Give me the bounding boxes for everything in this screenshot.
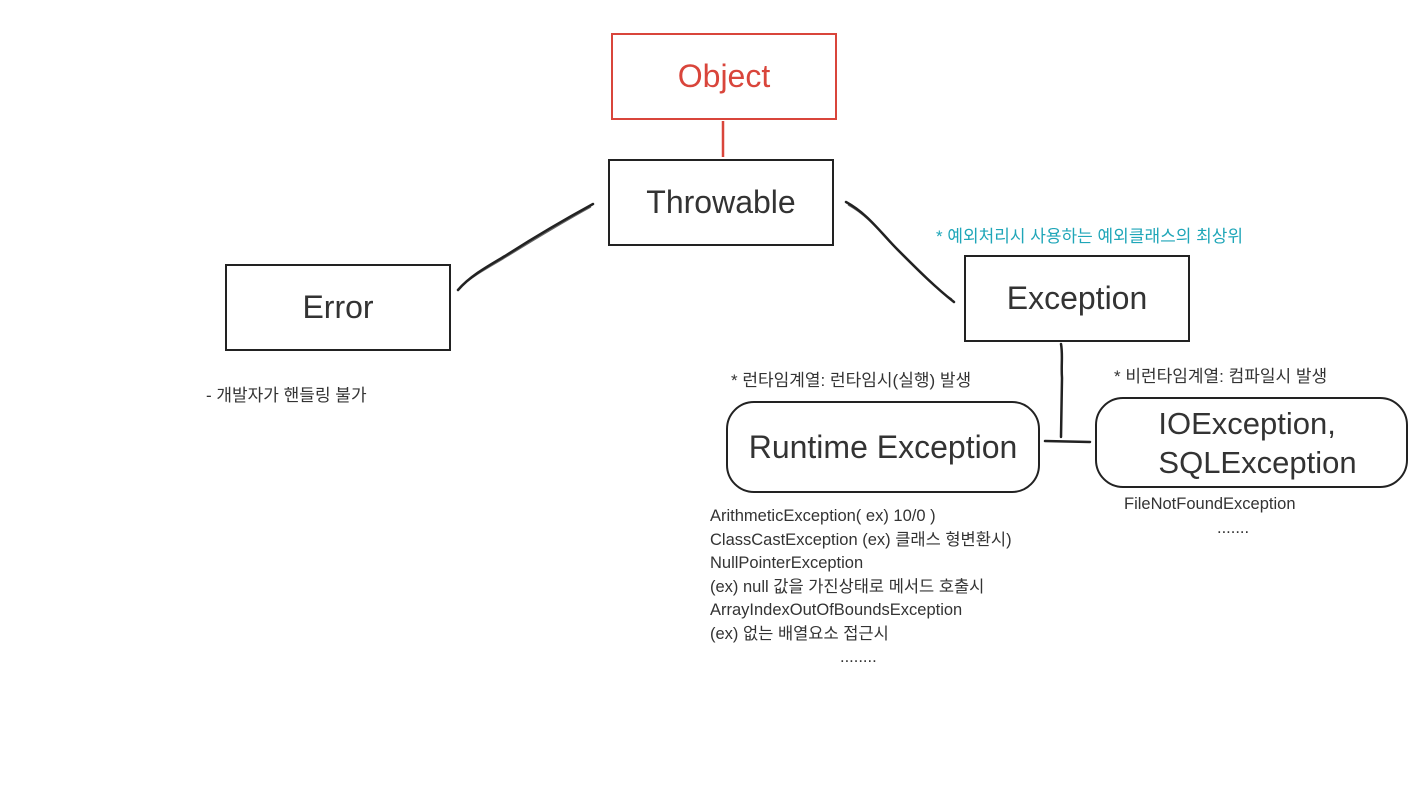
exception-note: * 예외처리시 사용하는 예외클래스의 최상위 <box>936 227 1244 246</box>
list-item-ellipsis: ........ <box>840 648 877 666</box>
connector-throwable-exception <box>844 200 956 304</box>
exception-label: Exception <box>1006 280 1148 316</box>
list-item: (ex) null 값을 가진상태로 메서드 호출시 <box>710 577 985 596</box>
checked-exception-label: IOException, SQLException <box>1158 405 1357 480</box>
error-node: Error <box>225 264 451 351</box>
throwable-label: Throwable <box>646 184 796 220</box>
error-note: - 개발자가 핸들링 불가 <box>206 386 367 405</box>
runtime-note: * 런타임계열: 런타임시(실행) 발생 <box>731 371 972 390</box>
runtime-examples-list: ArithmeticException( ex) 10/0 ) ClassCas… <box>710 505 1012 670</box>
exception-node: Exception <box>964 255 1190 342</box>
list-item: ArrayIndexOutOfBoundsException <box>710 601 963 619</box>
runtime-exception-node: Runtime Exception <box>726 401 1040 493</box>
checked-exception-node: IOException, SQLException <box>1095 397 1408 488</box>
list-item: NullPointerException <box>710 554 864 572</box>
object-label: Object <box>677 58 771 94</box>
runtime-exception-label: Runtime Exception <box>748 428 1018 465</box>
list-item: FileNotFoundException <box>1124 495 1296 513</box>
checked-examples-list: FileNotFoundException ....... <box>1124 492 1296 540</box>
list-item-ellipsis: ....... <box>1217 519 1250 537</box>
checked-note: * 비런타임계열: 컴파일시 발생 <box>1114 367 1328 386</box>
connector-exception-split <box>1059 342 1064 439</box>
list-item: (ex) 없는 배열요소 접근시 <box>710 624 889 643</box>
error-label: Error <box>302 289 374 325</box>
connector-throwable-error <box>456 202 595 292</box>
throwable-node: Throwable <box>608 159 834 246</box>
list-item: ArithmeticException( ex) 10/0 ) <box>710 507 936 525</box>
list-item: ClassCastException (ex) 클래스 형변환시) <box>710 530 1012 549</box>
connector-runtime-checked <box>1043 439 1092 444</box>
object-node: Object <box>611 33 837 120</box>
